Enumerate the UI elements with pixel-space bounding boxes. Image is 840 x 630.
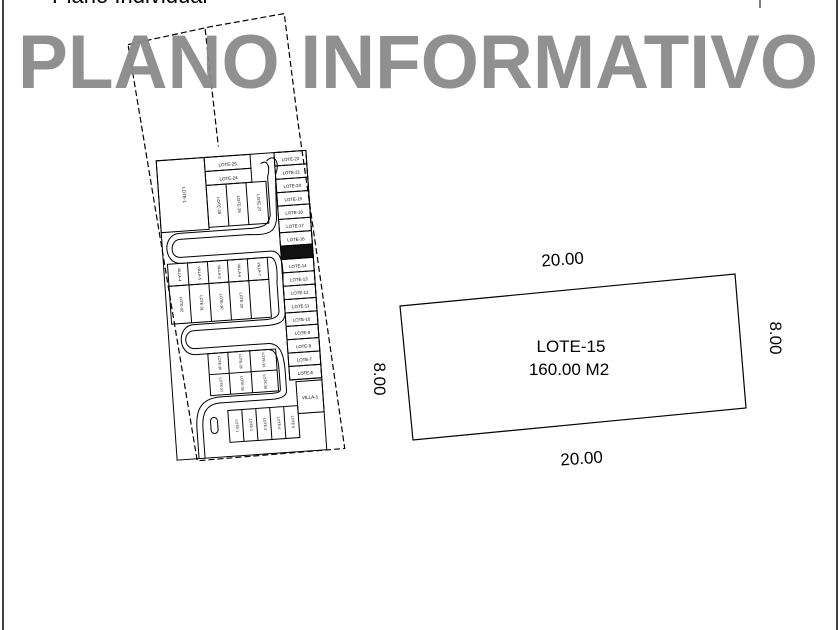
lot-label-lote-16: LOTE-16 xyxy=(287,236,305,242)
lot-27-label: LOTE-27 xyxy=(256,194,262,212)
site-boundary-split xyxy=(204,29,219,147)
villa-1-label: VILLA-1 xyxy=(302,394,319,400)
site-boundary xyxy=(127,12,346,462)
bottom-row: LOTE-1 LOTE-2 LOTE-3 LOTE-4 LOTE-5 xyxy=(227,405,301,443)
lot-b4-label: LOTE-4 xyxy=(276,417,281,430)
lot-32-label: LOTE-32 xyxy=(179,297,184,313)
lot-detail-name: LOTE-15 xyxy=(537,337,606,356)
lot-label-lote-21: LOTE-21 xyxy=(282,169,300,175)
road-curve xyxy=(171,157,288,459)
lot-label-lote-9: LOTE-9 xyxy=(295,330,311,336)
north-block: LOTE-28 LOTE-26 LOTE-27 xyxy=(205,180,270,228)
villa-block: VILLA-3 VILLA-4 VILLA-5 VILLA-6 VILLA-7 xyxy=(166,256,270,287)
villa-7-label: VILLA-7 xyxy=(257,262,262,276)
lot-35-label: LOTE-35 xyxy=(238,354,243,369)
villa-5-label: VILLA-5 xyxy=(197,266,202,280)
lot-label-lote-8: LOTE-8 xyxy=(296,343,312,349)
lot-label-lote-13: LOTE-13 xyxy=(290,276,308,282)
dim-right-label: 8.00 xyxy=(766,321,785,354)
watermark-text: PLANO INFORMATIVO xyxy=(18,20,818,105)
dim-top-label: 20.00 xyxy=(541,249,585,271)
lot-37-label: LOTE-37 xyxy=(218,377,223,392)
lot-shape-lote-6[interactable] xyxy=(288,363,323,381)
dim-bottom-label: 20.00 xyxy=(560,448,604,470)
lot-25-label: LOTE-25 xyxy=(218,161,237,167)
villa-1-shape[interactable] xyxy=(295,379,325,415)
lot-b1-label: LOTE-1 xyxy=(234,419,239,432)
lot-detail: LOTE-15 160.00 M2 20.00 20.00 8.00 8.00 xyxy=(370,249,785,470)
villa-6-label: VILLA-6 xyxy=(237,263,242,277)
dim-left-label: 8.00 xyxy=(370,362,389,395)
lot-label-lote-19: LOTE-19 xyxy=(284,196,302,202)
lot-label-lote-7: LOTE-7 xyxy=(297,357,313,363)
lot-label-lote-10: LOTE-10 xyxy=(293,316,311,322)
pool-marker xyxy=(209,416,219,434)
lot-label-lote-23: LOTE-23 xyxy=(282,156,300,162)
middle-block: LOTE-32 LOTE-31 LOTE-30 LOTE-29 xyxy=(168,278,272,325)
east-lot-column: LOTE-23LOTE-21LOTE-20LOTE-19LOTE-18LOTE-… xyxy=(273,149,323,381)
lot-28-label: LOTE-28 xyxy=(216,197,222,215)
lot-39-label: LOTE-39 xyxy=(262,374,267,389)
lot-detail-area: 160.00 M2 xyxy=(529,360,609,379)
lot-24-label: LOTE-24 xyxy=(219,175,238,181)
lot-34-label: LOTE-34 xyxy=(261,352,266,367)
lot-label-lote-20: LOTE-20 xyxy=(283,183,301,189)
lot-38-label: LOTE-38 xyxy=(239,376,244,391)
lot-36-label: LOTE-36 xyxy=(217,356,222,371)
lot-b2-label: LOTE-2 xyxy=(248,418,253,431)
lot-26-label: LOTE-26 xyxy=(236,196,242,214)
lot-30-label: LOTE-30 xyxy=(219,294,224,310)
site-plan: LOTE-23LOTE-21LOTE-20LOTE-19LOTE-18LOTE-… xyxy=(127,12,346,462)
villa-3-label: VILLA-3 xyxy=(217,265,222,279)
lot-b5-label: LOTE-5 xyxy=(290,416,295,429)
road-curve-inner xyxy=(166,161,281,459)
lot-label-lote-14: LOTE-14 xyxy=(289,263,307,269)
lot-label-lote-6: LOTE-6 xyxy=(298,370,314,376)
lot-label-lote-17: LOTE-17 xyxy=(286,223,304,229)
lot-1-north-label: LOTE-1 xyxy=(181,187,187,204)
lot-label-lote-12: LOTE-12 xyxy=(291,290,309,296)
lot-31-label: LOTE-31 xyxy=(199,295,204,311)
lot-detail-outline[interactable] xyxy=(399,273,747,441)
lot-29-label: LOTE-29 xyxy=(239,292,244,308)
sheet-subtitle: Plano Individual xyxy=(52,0,207,8)
south-block: LOTE-36 LOTE-35 LOTE-34 LOTE-37 LOTE-38 … xyxy=(207,348,280,397)
villa-4-label: VILLA-4 xyxy=(177,268,182,282)
lot-label-lote-18: LOTE-18 xyxy=(285,209,303,215)
lot-b3-label: LOTE-3 xyxy=(262,418,267,431)
lot-label-lote-11: LOTE-11 xyxy=(292,303,310,309)
